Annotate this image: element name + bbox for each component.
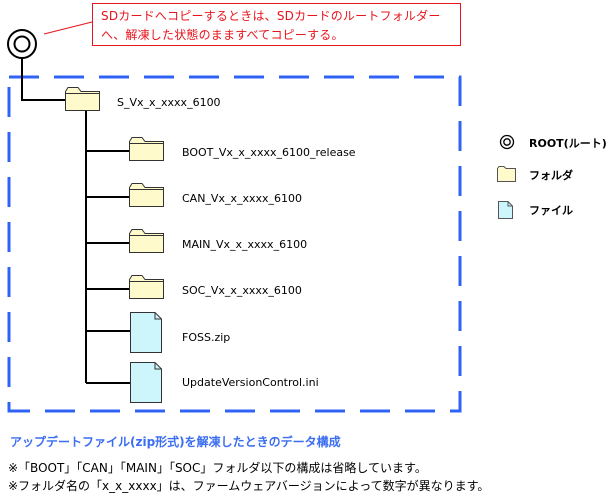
note-1: ※「BOOT」「CAN」「MAIN」「SOC」フォルダ以下の構成は省略しています…	[8, 461, 427, 475]
root-icon	[7, 29, 37, 59]
callout-line-1: SDカードへコピーするときは、SDカードのルートフォルダー	[101, 9, 441, 23]
folder-icon	[65, 87, 100, 111]
folder-label-can: CAN_Vx_x_xxxx_6100	[182, 192, 303, 205]
note-2: ※フォルダ名の「x_x_xxxx」は、ファームウェアバージョンによって数字が異な…	[8, 479, 490, 493]
folder-label-main: MAIN_Vx_x_xxxx_6100	[182, 238, 308, 251]
file-icon	[130, 362, 162, 403]
folder-icon	[129, 229, 164, 253]
folder-icon	[129, 137, 164, 161]
diagram-caption: アップデートファイル(zip形式)を解凍したときのデータ構成	[10, 435, 341, 449]
legend-file-label: ファイル	[529, 204, 573, 217]
file-icon	[130, 312, 162, 353]
callout-leader-line	[43, 21, 93, 35]
callout-box: SDカードへコピーするときは、SDカードのルートフォルダー へ、解凍した状態のま…	[92, 3, 461, 46]
folder-label-soc: SOC_Vx_x_xxxx_6100	[182, 284, 302, 297]
legend-folder-label: フォルダ	[529, 169, 573, 182]
structure-frame	[7, 75, 462, 413]
folder-icon	[129, 183, 164, 207]
callout-line-2: へ、解凍した状態のまますべてコピーする。	[101, 28, 344, 42]
file-label-foss: FOSS.zip	[182, 331, 231, 344]
folder-icon	[129, 275, 164, 299]
folder-label-boot: BOOT_Vx_x_xxxx_6100_release	[182, 146, 356, 159]
legend-root-icon	[499, 134, 515, 150]
folder-label-top: S_Vx_x_xxxx_6100	[117, 96, 221, 109]
legend-file-icon	[498, 201, 513, 219]
legend-folder-icon	[497, 166, 516, 182]
file-label-ini: UpdateVersionControl.ini	[182, 376, 319, 389]
legend-root-label: ROOT(ルート)	[529, 137, 607, 150]
tree-connector-lines	[21, 58, 130, 384]
